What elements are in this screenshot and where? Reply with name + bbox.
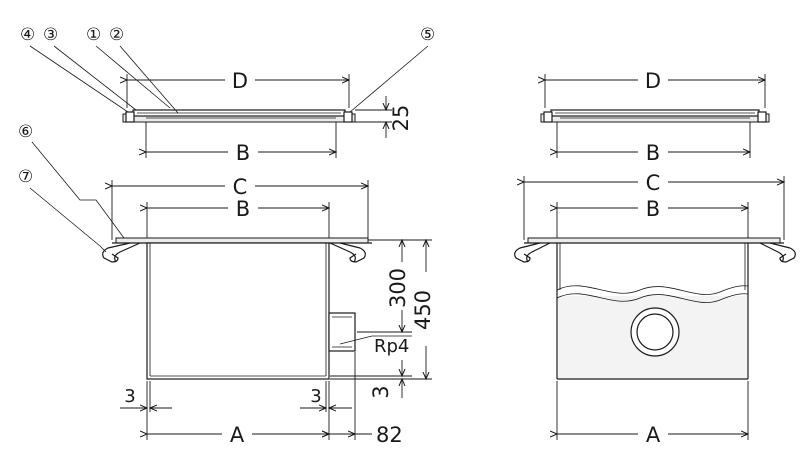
trap-body-side-view (102, 237, 372, 380)
dim-D-right-label: D (645, 69, 661, 93)
dim-B-body-label: B (236, 197, 250, 221)
dim-A-right: A (557, 381, 748, 447)
dim-depths: 300 450 3 Rp4 (330, 240, 435, 399)
dim-B-lid-right: B (557, 122, 750, 165)
dim-bottom-thickness-label: 3 (369, 385, 393, 398)
dim-outlet-offset-label: 82 (376, 423, 403, 447)
callout-7: ⑦ (18, 167, 33, 187)
dim-C-right: C (524, 171, 784, 240)
dim-A-right-label: A (646, 423, 661, 447)
callout-2: ② (109, 25, 124, 45)
trap-body-front-view (514, 237, 796, 380)
dim-C-left: C (112, 175, 368, 240)
outlet-thread-label: Rp4 (374, 336, 409, 357)
dim-B-body-right: B (557, 197, 748, 238)
callouts-lid: ④ ③ ① ② ⑤ (20, 25, 435, 114)
dim-B-right-label: B (646, 141, 660, 165)
callout-5: ⑤ (420, 25, 435, 45)
dim-A-label: A (230, 423, 245, 447)
dim-B-body-left: B (147, 197, 329, 238)
callout-4: ④ (20, 25, 35, 45)
dim-B-body-right-label: B (646, 197, 660, 221)
lid-side-view-left (122, 109, 356, 123)
callouts-body: ⑥ ⑦ (18, 122, 125, 253)
lid-front-view-right (540, 109, 770, 123)
dim-bottom-left: 3 3 A 82 (120, 352, 403, 447)
callout-3: ③ (43, 25, 58, 45)
dim-B-lid-left: B (146, 122, 336, 165)
dim-wall-left-label: 3 (124, 386, 135, 407)
dim-C-label: C (233, 175, 248, 199)
dim-total-depth-label: 450 (411, 290, 435, 330)
dim-inner-depth-label: 300 (386, 268, 410, 308)
dim-lid-height-label: 25 (389, 105, 413, 132)
dim-B-label: B (236, 141, 250, 165)
dim-D-right: D (545, 69, 765, 108)
dim-wall-right-label: 3 (310, 386, 321, 407)
callout-6: ⑥ (18, 122, 33, 142)
dim-C-right-label: C (646, 171, 661, 195)
dim-lid-height: 25 (355, 96, 413, 138)
dim-D-left: D (127, 69, 349, 108)
dim-D-label: D (232, 69, 248, 93)
callout-1: ① (86, 25, 101, 45)
